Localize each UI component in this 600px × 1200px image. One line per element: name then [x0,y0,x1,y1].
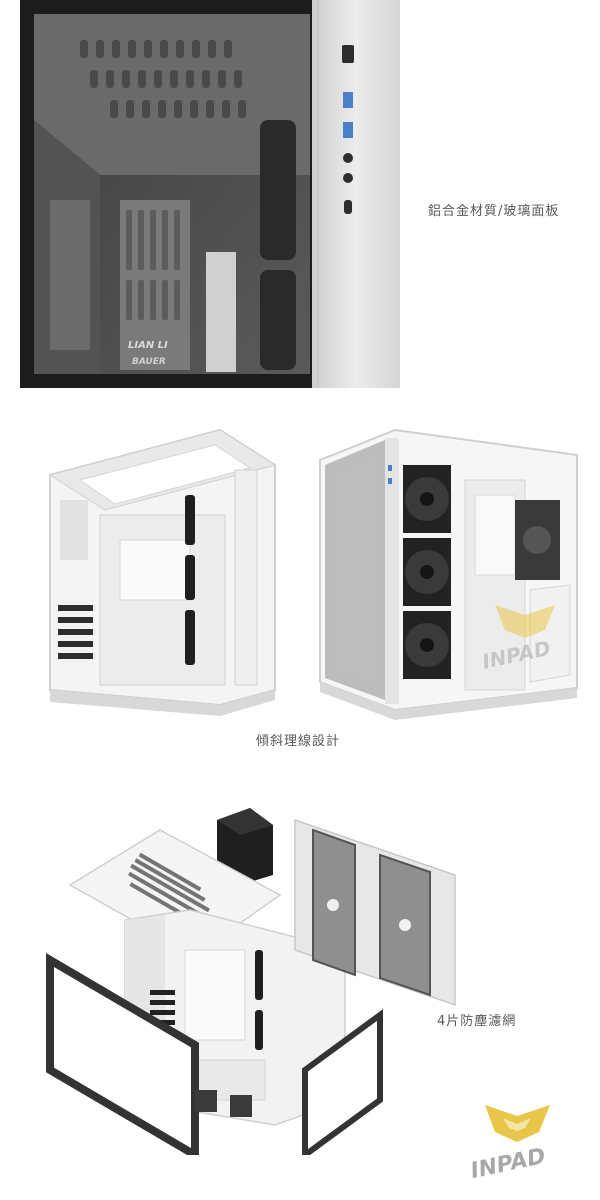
usb-c-port-icon [344,200,352,214]
photo-case-open-frame [20,420,290,720]
dust-filter-icon [230,1095,252,1117]
audio-jack-icon [343,173,353,183]
caption-dust-filters: 4片防塵濾網 [437,1014,517,1029]
dust-filter-icon [195,1090,217,1112]
lian-li-logo: LIAN LI [128,340,168,351]
power-button-icon [342,45,354,63]
audio-jack-icon [343,153,353,163]
inpad-watermark: INPAD [470,600,580,670]
inpad-logo-icon [495,605,555,638]
fan-icon [403,611,451,679]
caption-cable-management: 傾斜理線設計 [256,734,341,749]
inpad-watermark-text: INPAD [480,636,553,670]
inpad-logo-icon [485,1105,550,1142]
usb-port-icon [343,122,353,138]
inpad-watermark-text: INPAD [468,1144,548,1180]
fan-icon [403,538,451,606]
usb-port-icon [343,92,353,108]
caption-aluminum-glass: 鋁合金材質/玻璃面板 [428,204,560,219]
fan-icon [403,465,451,533]
photo-glass-aluminum-closeup: LIAN LI BAUER [20,0,400,388]
photo-exploded-dust-filters [45,800,475,1155]
photo-case-with-fans [315,420,585,720]
inpad-watermark-bottom: INPAD [455,1100,585,1180]
bauer-logo: BAUER [132,357,166,367]
